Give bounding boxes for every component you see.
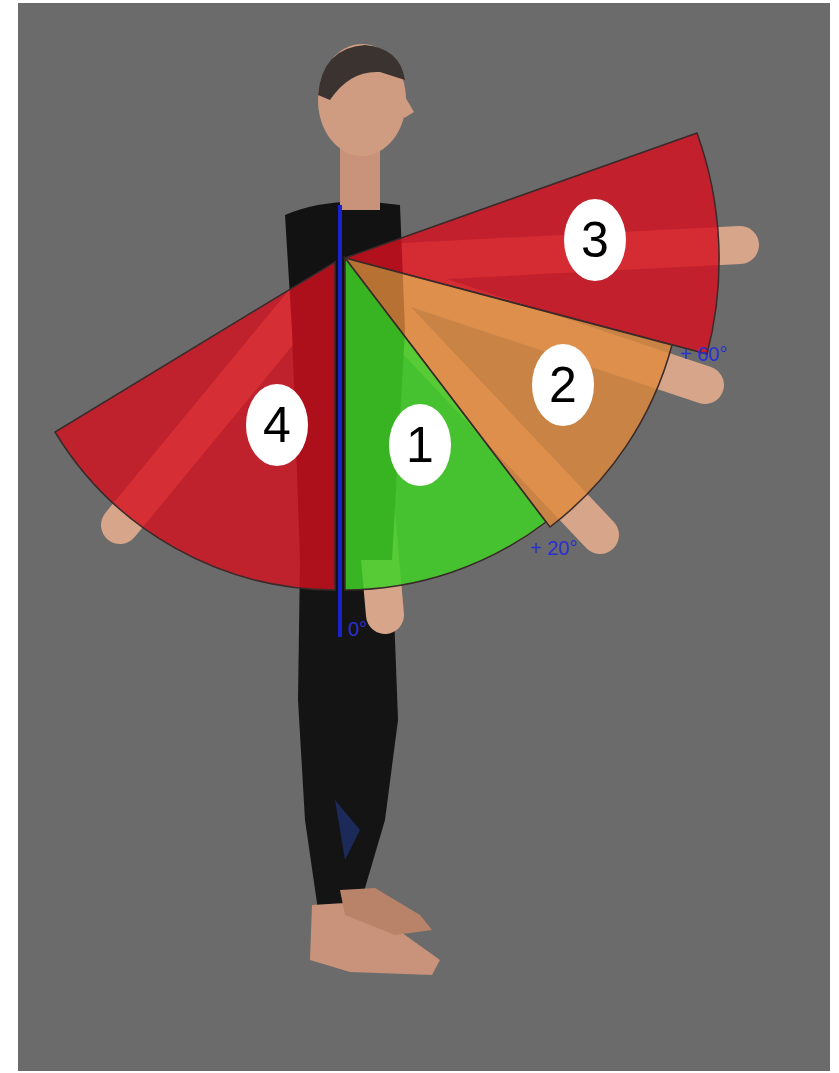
callout-number: 1 — [406, 420, 434, 470]
callout-number: 2 — [549, 360, 577, 410]
oval-outline — [532, 344, 594, 426]
callout-oval: 3 — [563, 198, 627, 282]
callout-oval: 2 — [531, 343, 595, 427]
range-sector — [55, 262, 335, 590]
angle-label: + 20° — [530, 538, 577, 558]
oval-outline — [564, 199, 626, 281]
range-sector — [345, 258, 546, 590]
callout-oval: 1 — [388, 403, 452, 487]
reference-line — [338, 205, 342, 637]
callout-number: 4 — [263, 400, 291, 450]
angle-label: 0° — [348, 619, 367, 639]
background — [18, 3, 830, 1071]
oval-outline — [246, 384, 308, 466]
callout-number: 3 — [581, 215, 609, 265]
callout-oval: 4 — [245, 383, 309, 467]
oval-outline — [389, 404, 451, 486]
angle-label: + 60° — [680, 344, 727, 364]
